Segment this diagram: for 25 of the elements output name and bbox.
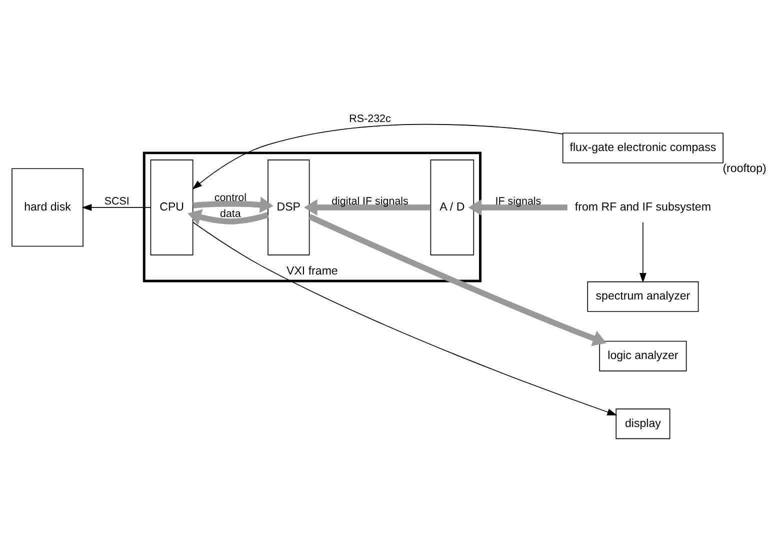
node-label: (rooftop): [722, 162, 766, 175]
arrow: [468, 198, 568, 216]
arrow: [192, 196, 274, 213]
node-box: spectrum analyzer: [587, 280, 699, 312]
arrow: [304, 198, 431, 216]
arrow: [192, 221, 618, 415]
node-box: A / D: [430, 159, 474, 255]
edge-label: IF signals: [495, 194, 542, 207]
edge-label: digital IF signals: [332, 194, 408, 207]
node-box: hard disk: [12, 168, 84, 246]
node-text: from RF and IF subsystem: [574, 201, 711, 214]
arrow: [188, 208, 269, 224]
edge-label: data: [220, 207, 241, 220]
arrow: [82, 203, 152, 210]
node-box: logic analyzer: [599, 340, 687, 371]
arrow: [192, 123, 563, 190]
arrow: [308, 214, 606, 346]
edge-label: control: [214, 192, 247, 204]
arrow: [639, 222, 646, 282]
node-box: CPU: [150, 159, 194, 255]
edge-label: RS-232c: [349, 112, 391, 124]
node-box: DSP: [268, 159, 310, 255]
edge-label: SCSI: [104, 194, 130, 207]
node-box: display: [616, 408, 670, 439]
node-box: flux-gate electronic compass: [562, 132, 724, 163]
